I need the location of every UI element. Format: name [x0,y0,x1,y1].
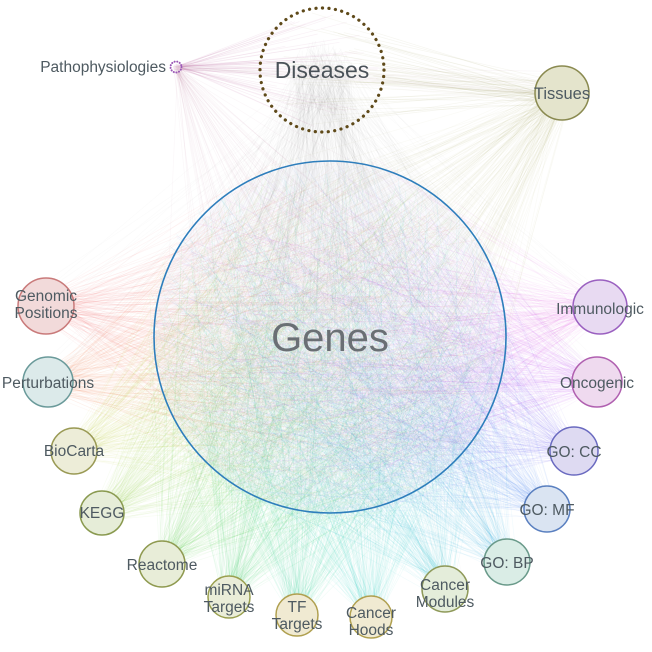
edge-bundle-biocarta [62,158,489,519]
node-tf-targets[interactable] [275,593,319,637]
edge-bundle-immunologic [153,158,613,510]
node-label-reactome: Reactome [127,557,198,574]
node-mirna-targets[interactable] [207,575,251,619]
node-label-diseases: Diseases [275,57,370,83]
node-genes[interactable] [153,160,507,514]
edge-bundle-cancer-hoods [159,173,514,628]
node-cancer-hoods[interactable] [349,595,393,639]
cross-edges-pathophysiologies-diseases [173,14,379,127]
cross-edges-tissues-diseases [264,12,574,125]
node-oncogenic[interactable] [571,356,623,408]
node-label-oncogenic: Oncogenic [560,375,634,392]
node-layer [17,6,628,639]
node-kegg[interactable] [79,490,125,536]
edge-bundle-pathophysiologies [169,63,469,489]
node-perturbations[interactable] [22,356,74,408]
node-tissues[interactable] [534,65,590,121]
node-reactome[interactable] [138,540,186,588]
cross-edges-pathophysiologies-tissues [173,63,580,106]
node-diseases[interactable] [258,6,386,134]
node-label-perturbations: Perturbations [2,375,94,392]
node-label-immunologic: Immunologic [556,301,644,318]
node-label-biocarta: BioCarta [44,443,105,460]
node-go-mf[interactable] [523,485,571,533]
edge-bundle-oncogenic [152,165,609,520]
label-layer: Genes Diseases PathophysiologiesTissuesGen… [2,57,644,639]
node-cancer-modules[interactable] [421,565,469,613]
node-pathophysiologies[interactable] [169,60,183,74]
node-label-tissues: Tissues [534,85,590,103]
edge-bundle-cancer-modules [163,159,505,601]
node-label-kegg: KEGG [80,505,125,522]
node-label-go-bp: GO: BP [480,555,533,572]
edge-bundle-go-mf [150,156,559,521]
node-label-pathophysiologies: Pathophysiologies [40,59,166,76]
edge-bundle-kegg [91,157,512,524]
node-label-go-cc: GO: CC [546,444,601,461]
edge-bundle-mirna-targets [154,160,515,608]
edge-layer [32,12,613,628]
node-immunologic[interactable] [572,279,628,335]
node-biocarta[interactable] [50,427,98,475]
node-go-cc[interactable] [549,426,599,476]
edge-bundle-tissues [161,79,576,504]
node-label-genes: Genes [271,316,389,360]
node-label-go-mf: GO: MF [519,502,574,519]
edge-bundle-reactome [148,174,515,576]
edge-bundle-go-bp [152,159,519,574]
node-genomic-positions[interactable] [17,277,75,335]
edge-bundle-tf-targets [150,158,503,626]
edge-bundle-go-cc [151,156,585,517]
edge-bundle-diseases [146,39,498,515]
node-go-bp[interactable] [483,538,531,586]
